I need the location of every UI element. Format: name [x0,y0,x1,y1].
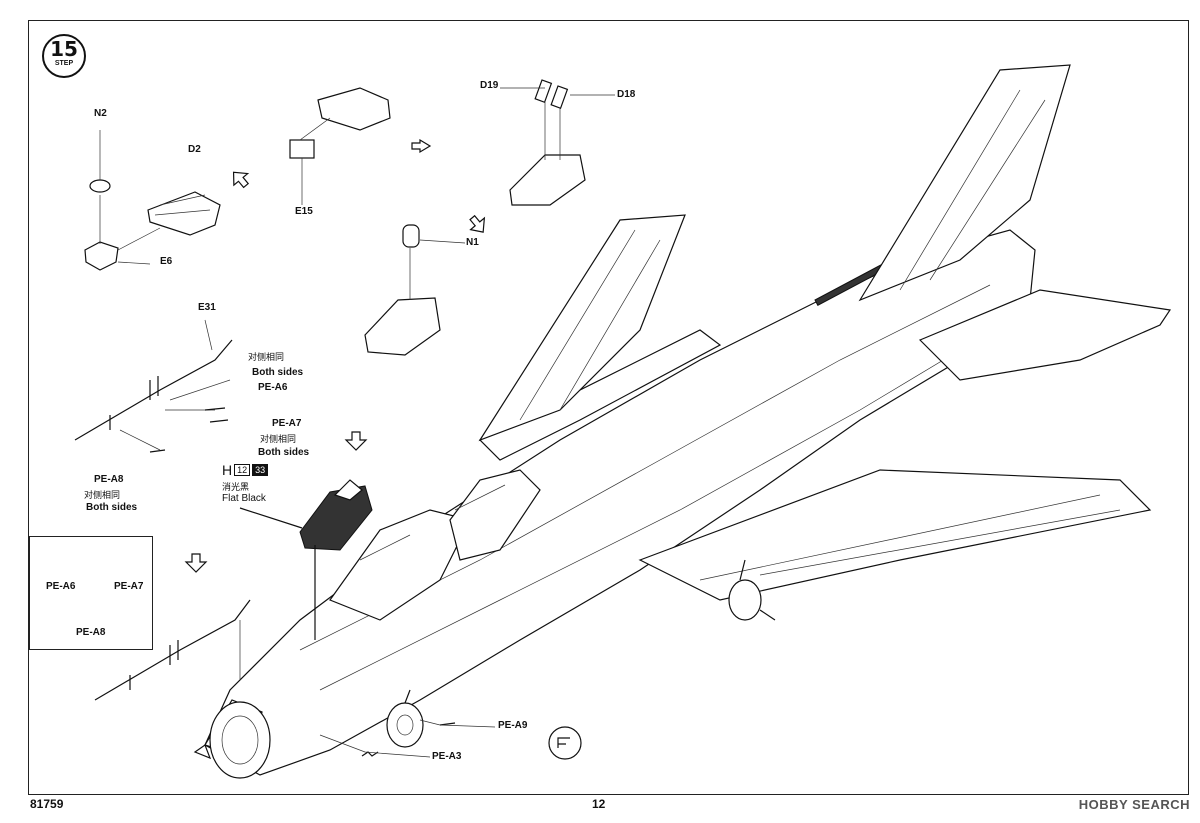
legend-pe-a8: PE-A8 [76,627,106,638]
step-number: 15 [50,37,78,61]
antenna-e31 [74,319,233,453]
label-n1: N1 [466,237,479,248]
paint-name-cn: 消光黑 [222,483,250,493]
seat-part-d2 [147,191,221,236]
page-number: 12 [592,797,606,811]
paint-code-1: 12 [234,464,251,476]
paint-name-en: Flat Black [222,493,266,504]
note-both-sides-cn-3: 对侧相同 [84,491,121,501]
photo-etch-legend: PE-A6 PE-A7 PE-A8 [29,536,153,650]
seat-part-n1 [364,224,466,356]
part-n2 [89,130,111,193]
note-both-sides-cn-2: 对侧相同 [260,435,297,445]
label-n2: N2 [94,108,107,119]
label-pe-a3: PE-A3 [432,751,462,762]
note-both-sides-en-2: Both sides [258,447,310,458]
paint-code-2: 33 [252,464,269,476]
part-e6 [84,195,161,271]
step-badge: 15 STEP [42,34,86,78]
label-pe-a9: PE-A9 [498,720,528,731]
seat-part-d18-d19 [500,79,615,206]
step-word: STEP [54,60,74,67]
label-e6: E6 [160,256,173,267]
note-both-sides-cn-1: 对侧相同 [248,353,285,363]
assembly-arrows [184,138,486,573]
note-both-sides-en-3: Both sides [86,502,138,513]
label-d2: D2 [188,144,201,155]
photo-etch-a9-a3 [319,719,582,760]
instrument-shield [239,479,373,640]
watermark: HOBBY SEARCH [1078,797,1190,812]
aircraft-wings [478,64,1172,601]
legend-pe-a7: PE-A7 [114,581,144,592]
kit-number: 81759 [30,797,64,811]
label-e31: E31 [198,302,216,313]
page-frame [28,20,1189,795]
label-d18: D18 [617,89,636,100]
legend-pe-a6: PE-A6 [46,581,76,592]
label-pe-a8: PE-A8 [94,474,124,485]
landing-gear [386,559,776,748]
label-pe-a7: PE-A7 [272,418,302,429]
label-e15: E15 [295,206,313,217]
paint-codes: H 12 33 [222,462,269,478]
seat-part-e15 [289,87,391,205]
note-both-sides-en-1: Both sides [252,367,304,378]
label-d19: D19 [480,80,499,91]
antenna-nose [94,599,251,701]
label-pe-a6: PE-A6 [258,382,288,393]
paint-callout: H 12 33 消光黑 Flat Black [222,462,269,504]
paint-letter: H [222,462,233,478]
